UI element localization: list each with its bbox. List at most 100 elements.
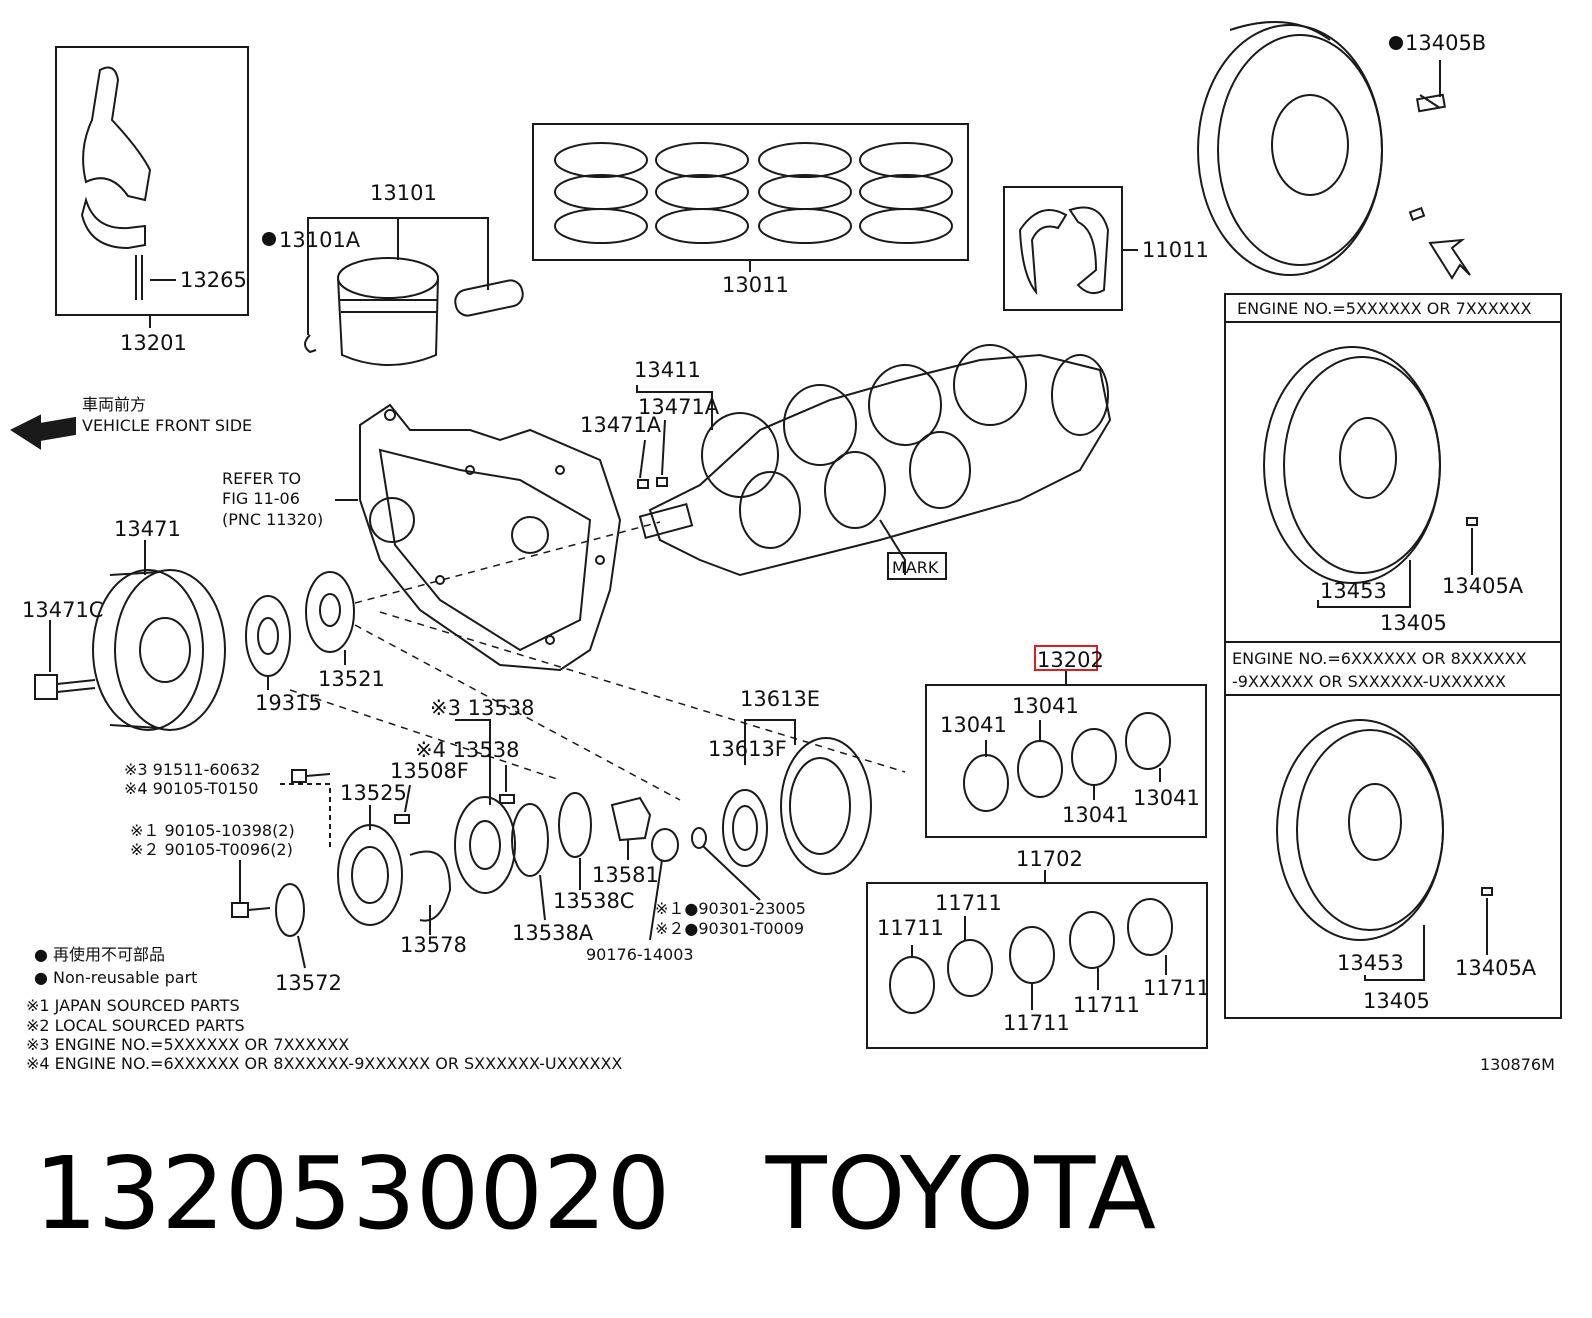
label-13471a-1: 13471A — [638, 395, 720, 419]
label-13572: 13572 — [275, 971, 342, 995]
label-13471a-2: 13471A — [580, 413, 662, 437]
label-90105-4: ※4 90105-T0150 — [124, 779, 258, 798]
box1-label-13405: 13405 — [1380, 611, 1447, 635]
label-90301-1: ※１●90301-23005 — [655, 899, 806, 918]
part-13538 — [454, 796, 516, 894]
label-mark: MARK — [892, 558, 939, 577]
box2-label-13405: 13405 — [1363, 989, 1430, 1013]
label-91511: ※3 91511-60632 — [124, 760, 260, 779]
label-13202: 13202 — [1037, 648, 1104, 672]
timing-cover — [335, 403, 622, 672]
box1-label-13405a: 13405A — [1442, 574, 1524, 598]
piston-rings-group — [532, 123, 969, 272]
box2-label-13405a: 13405A — [1455, 956, 1537, 980]
front-direction-arrow — [9, 414, 76, 450]
thrust-washer-frame — [1003, 186, 1123, 311]
piston-rings-frame — [532, 123, 969, 261]
legend-note-3: ※3 ENGINE NO.=5XXXXXX OR 7XXXXXX — [26, 1035, 349, 1054]
view-arrow — [1428, 238, 1471, 280]
label-13538-3: ※3 13538 — [430, 696, 534, 720]
non-reusable-dot — [262, 232, 276, 246]
label-90301-2: ※２●90301-T0009 — [655, 919, 804, 938]
box2-label-13453: 13453 — [1337, 951, 1404, 975]
legend-note-1: ※1 JAPAN SOURCED PARTS — [26, 996, 240, 1015]
part-13538a — [511, 803, 549, 877]
label-13538-4: ※4 13538 — [415, 738, 519, 762]
label-13521: 13521 — [318, 667, 385, 691]
label-13613e: 13613E — [740, 687, 820, 711]
refer-line2: FIG 11-06 — [222, 489, 300, 508]
label-13101a: 13101A — [279, 228, 361, 252]
legend-note-4: ※4 ENGINE NO.=6XXXXXX OR 8XXXXXX-9XXXXXX… — [26, 1054, 622, 1073]
label-13525: 13525 — [340, 781, 407, 805]
label-13041-b: 13041 — [940, 713, 1007, 737]
oil-pump-drive-parts — [245, 571, 355, 690]
direction-jp: 車両前方 — [82, 395, 146, 414]
highlight-box-13202 — [1034, 645, 1098, 671]
label-90105-2: ※２ 90105-T0096(2) — [130, 840, 293, 859]
diagram-code: 130876M — [1480, 1055, 1555, 1074]
label-13538c: 13538C — [553, 889, 634, 913]
flywheel-main — [1197, 21, 1471, 280]
crankshaft — [636, 344, 1112, 580]
connecting-rod-body — [82, 66, 152, 202]
label-11711-a: 11711 — [935, 891, 1002, 915]
non-reusable-dot — [1389, 36, 1403, 50]
label-13508f: 13508F — [390, 759, 469, 783]
part-13572 — [275, 883, 305, 937]
label-90105-1: ※１ 90105-10398(2) — [130, 821, 295, 840]
pulley-bolt — [34, 674, 58, 700]
main-bearing-group — [866, 870, 1208, 1049]
box1-label-13453: 13453 — [1320, 579, 1387, 603]
piston-skirt — [337, 277, 439, 366]
part-13613f — [722, 789, 768, 867]
crank-pulley — [34, 540, 226, 731]
label-13581: 13581 — [592, 863, 659, 887]
part-13525 — [337, 824, 403, 926]
rod-bearing-group — [925, 645, 1207, 838]
thrust-washer-group — [1003, 186, 1138, 311]
connecting-rod-frame — [55, 46, 249, 316]
refer-line1: REFER TO — [222, 469, 301, 488]
piston-group — [304, 217, 524, 366]
part-caption: 1320530020 TOYOTA — [34, 1135, 1156, 1252]
label-13041-c: 13041 — [1062, 803, 1129, 827]
box2-title-2: -9XXXXXX OR SXXXXXX-UXXXXXX — [1232, 672, 1506, 691]
legend-nonreuse-jp: ● 再使用不可部品 — [34, 945, 165, 964]
refer-line3: (PNC 11320) — [222, 510, 323, 529]
flywheel-bolt — [1419, 94, 1441, 109]
label-11011: 11011 — [1142, 238, 1209, 262]
label-90176: 90176-14003 — [586, 945, 694, 964]
part-13613e — [780, 737, 872, 875]
label-13471c: 13471C — [22, 598, 103, 622]
label-13613f: 13613F — [708, 737, 787, 761]
mark-box — [887, 552, 947, 580]
label-11711-d: 11711 — [1073, 993, 1140, 1017]
box2-title-1: ENGINE NO.=6XXXXXX OR 8XXXXXX — [1232, 649, 1527, 668]
legend-nonreuse-en: ● Non-reusable part — [34, 968, 197, 987]
label-13101: 13101 — [370, 181, 437, 205]
label-11711-c: 11711 — [1003, 1011, 1070, 1035]
label-19315: 19315 — [255, 691, 322, 715]
legend-note-2: ※2 LOCAL SOURCED PARTS — [26, 1016, 245, 1035]
part-13538c — [558, 792, 592, 858]
label-13405b: 13405B — [1405, 31, 1486, 55]
part-13521 — [305, 571, 355, 653]
part-number: 1320530020 — [34, 1135, 671, 1252]
label-13265: 13265 — [180, 268, 247, 292]
label-11702: 11702 — [1016, 847, 1083, 871]
direction-en: VEHICLE FRONT SIDE — [82, 416, 252, 435]
variant-box-2 — [1224, 641, 1562, 1019]
label-13538a: 13538A — [512, 921, 594, 945]
label-13411: 13411 — [634, 358, 701, 382]
lower-parts — [231, 719, 872, 969]
box1-title: ENGINE NO.=5XXXXXX OR 7XXXXXX — [1237, 299, 1532, 318]
part-13578 — [409, 850, 452, 922]
label-13011: 13011 — [722, 273, 789, 297]
label-13471: 13471 — [114, 517, 181, 541]
piston-top — [337, 257, 439, 299]
assembly-lines — [289, 521, 906, 801]
part-19315 — [245, 595, 291, 677]
